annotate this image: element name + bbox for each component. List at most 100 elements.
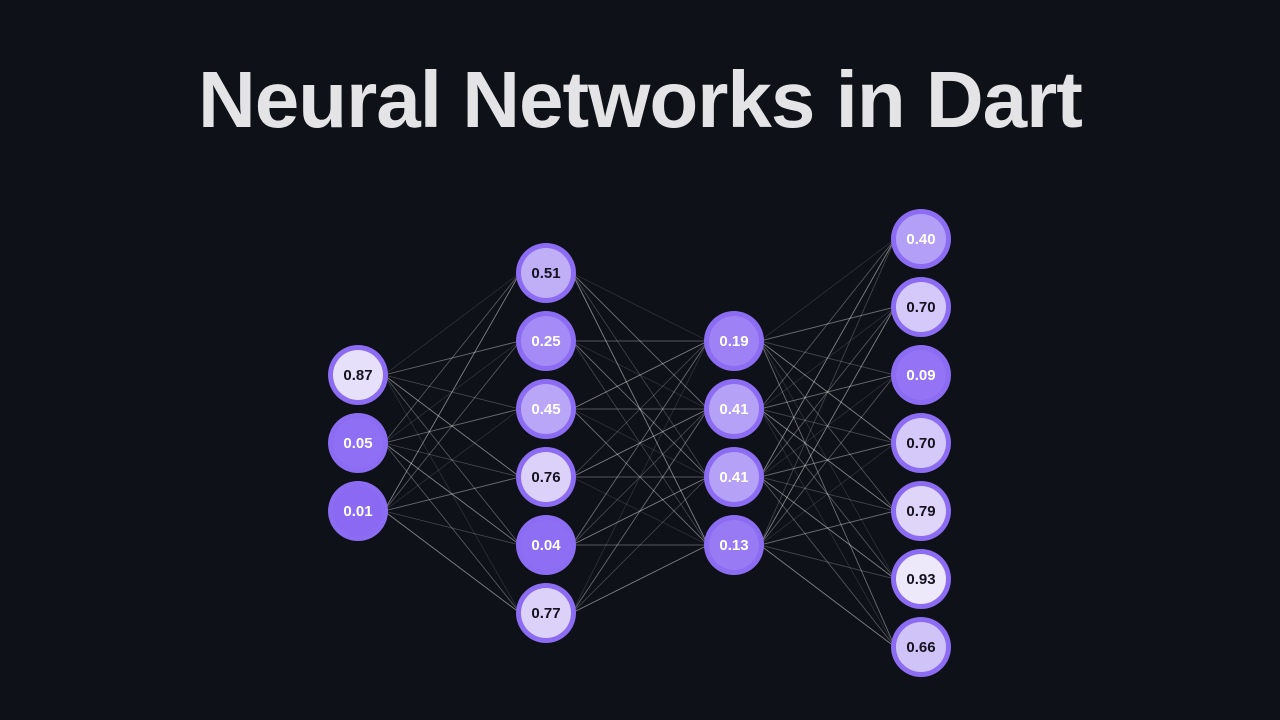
neuron-node: 0.45 bbox=[516, 379, 576, 439]
neuron-value: 0.79 bbox=[906, 503, 935, 520]
connection-line bbox=[571, 408, 709, 546]
connection-line bbox=[571, 476, 709, 546]
neuron-value: 0.70 bbox=[906, 435, 935, 452]
connection-line bbox=[383, 340, 521, 444]
connection-line bbox=[383, 272, 521, 376]
neuron-fill bbox=[521, 520, 571, 570]
neuron-value: 0.01 bbox=[343, 503, 372, 520]
neuron-value: 0.25 bbox=[531, 333, 560, 350]
neuron-value: 0.45 bbox=[531, 401, 560, 418]
connection-line bbox=[571, 340, 709, 478]
neuron-node: 0.41 bbox=[704, 379, 764, 439]
neuron-fill bbox=[521, 248, 571, 298]
neuron-fill bbox=[709, 384, 759, 434]
connection-line bbox=[383, 442, 521, 546]
connection-line bbox=[571, 476, 709, 546]
connection-line bbox=[383, 510, 521, 546]
neuron-fill bbox=[521, 588, 571, 638]
connection-line bbox=[759, 510, 896, 546]
neuron-node: 0.87 bbox=[328, 345, 388, 405]
connection-line bbox=[571, 340, 709, 410]
neuron-node: 0.70 bbox=[891, 277, 951, 337]
connection-line bbox=[383, 442, 521, 614]
neuron-fill bbox=[896, 622, 946, 672]
connection-line bbox=[759, 374, 896, 410]
neuron-node: 0.40 bbox=[891, 209, 951, 269]
connection-line bbox=[571, 340, 709, 478]
neuron-value: 0.76 bbox=[531, 469, 560, 486]
page-title: Neural Networks in Dart bbox=[198, 55, 1083, 144]
neuron-node: 0.76 bbox=[516, 447, 576, 507]
connection-line bbox=[759, 408, 896, 648]
neuron-value: 0.40 bbox=[906, 231, 935, 248]
connection-line bbox=[383, 340, 521, 512]
neuron-node: 0.41 bbox=[704, 447, 764, 507]
neuron-fill bbox=[709, 520, 759, 570]
connection-line bbox=[571, 272, 709, 478]
connection-line bbox=[383, 476, 521, 512]
connection-line bbox=[383, 340, 521, 376]
connection-line bbox=[383, 374, 521, 478]
neuron-fill bbox=[521, 316, 571, 366]
connection-line bbox=[383, 272, 521, 444]
connection-line bbox=[759, 476, 896, 512]
neuron-value: 0.87 bbox=[343, 367, 372, 384]
connection-line bbox=[759, 408, 896, 580]
neuron-value: 0.19 bbox=[719, 333, 748, 350]
connection-line bbox=[759, 238, 896, 546]
neuron-value: 0.66 bbox=[906, 639, 935, 656]
neuron-value: 0.41 bbox=[719, 469, 748, 486]
connection-line bbox=[383, 408, 521, 512]
connection-line bbox=[571, 340, 709, 410]
neuron-node: 0.19 bbox=[704, 311, 764, 371]
connection-line bbox=[571, 272, 709, 410]
connection-line bbox=[759, 544, 896, 648]
neuron-value: 0.04 bbox=[531, 537, 561, 554]
connection-line bbox=[759, 442, 896, 546]
neuron-value: 0.09 bbox=[906, 367, 935, 384]
connection-line bbox=[571, 340, 709, 614]
neurons: 0.87 0.05 0.01 0.51 0.25 0.45 0.76 0.04 0.77 0.19… bbox=[328, 209, 951, 677]
connection-line bbox=[383, 510, 521, 614]
neuron-value: 0.70 bbox=[906, 299, 935, 316]
neuron-fill bbox=[709, 452, 759, 502]
connection-line bbox=[759, 238, 896, 478]
neuron-fill bbox=[896, 350, 946, 400]
connection-line bbox=[759, 306, 896, 478]
neuron-node: 0.77 bbox=[516, 583, 576, 643]
neuron-node: 0.04 bbox=[516, 515, 576, 575]
connection-line bbox=[759, 340, 896, 648]
connection-line bbox=[759, 340, 896, 580]
connection-line bbox=[759, 238, 896, 410]
connection-line bbox=[571, 272, 709, 342]
neuron-fill bbox=[709, 316, 759, 366]
neuron-fill bbox=[333, 486, 383, 536]
connection-line bbox=[383, 442, 521, 478]
neuron-value: 0.05 bbox=[343, 435, 372, 452]
neuron-node: 0.05 bbox=[328, 413, 388, 473]
neuron-fill bbox=[333, 418, 383, 468]
connection-line bbox=[571, 340, 709, 546]
connection-line bbox=[383, 374, 521, 410]
neuron-fill bbox=[896, 554, 946, 604]
connections bbox=[383, 238, 896, 648]
neuron-fill bbox=[333, 350, 383, 400]
connection-line bbox=[759, 340, 896, 376]
neuron-fill bbox=[521, 384, 571, 434]
connection-line bbox=[759, 306, 896, 410]
neuron-node: 0.51 bbox=[516, 243, 576, 303]
connection-line bbox=[759, 374, 896, 546]
neuron-node: 0.13 bbox=[704, 515, 764, 575]
neuron-node: 0.25 bbox=[516, 311, 576, 371]
neuron-fill bbox=[896, 282, 946, 332]
neuron-node: 0.09 bbox=[891, 345, 951, 405]
connection-line bbox=[759, 544, 896, 580]
connection-line bbox=[383, 374, 521, 614]
neuron-value: 0.51 bbox=[531, 265, 560, 282]
connection-line bbox=[759, 408, 896, 444]
connection-line bbox=[571, 408, 709, 614]
connection-line bbox=[759, 306, 896, 342]
neuron-node: 0.79 bbox=[891, 481, 951, 541]
